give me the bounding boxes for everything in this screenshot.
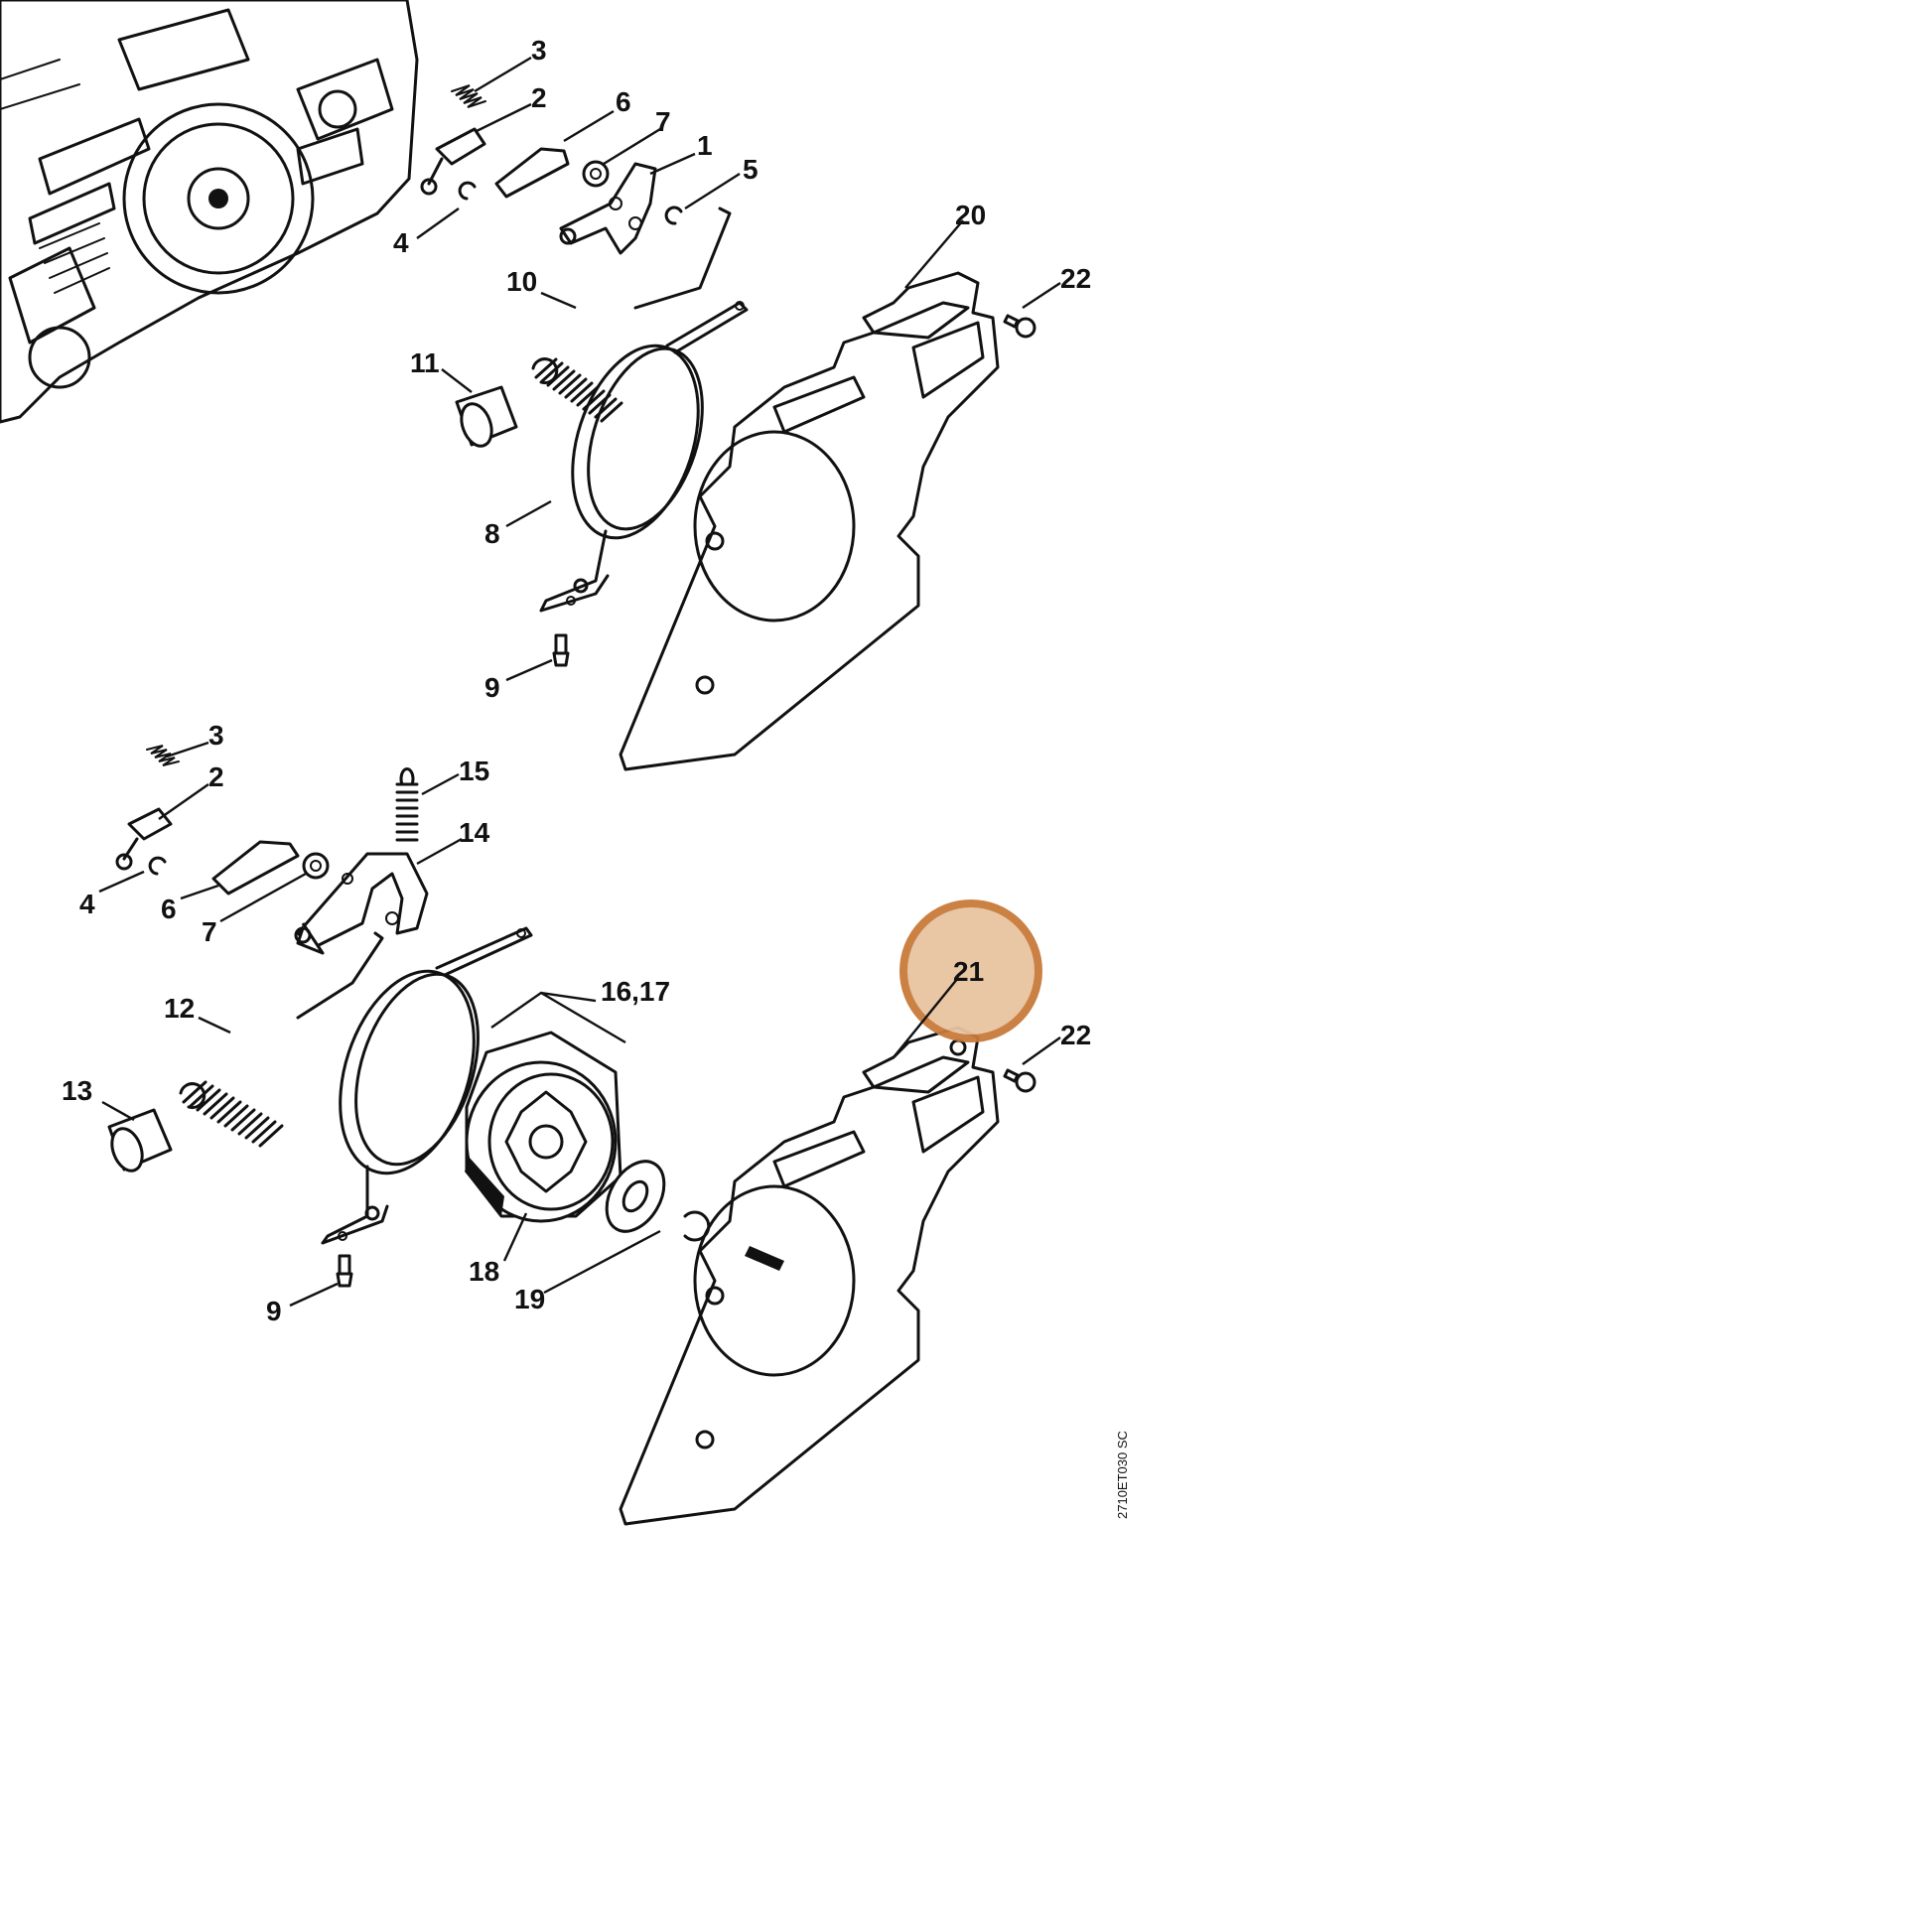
brake-cover-21 [619,1026,1000,1526]
callout-21: 21 [953,956,984,987]
callout-3-top: 3 [531,35,547,66]
callout-9-top: 9 [484,672,500,703]
spring-3-top [451,84,486,108]
callout-15: 15 [459,756,489,786]
leader-lines [98,56,1061,1308]
callouts-bottom: 3 2 15 14 4 6 7 16,17 12 21 22 13 18 19 … [62,720,1091,1326]
spring-10-top [534,357,623,423]
callout-14: 14 [459,817,490,848]
callout-7-top: 7 [655,106,671,137]
callout-1: 1 [697,130,713,161]
washer-19 [605,1160,666,1233]
callout-4-top: 4 [393,227,409,258]
callout-13: 13 [62,1075,92,1106]
screw-9-top [552,633,570,667]
callout-22-bottom: 22 [1060,1020,1091,1050]
washer-7-bottom [302,852,330,880]
engine-housing [0,0,419,424]
callout-20: 20 [955,200,986,230]
callout-9-bottom: 9 [266,1296,282,1326]
callout-12: 12 [164,993,195,1024]
spring-3-bottom [146,745,180,766]
rod-6-bottom [211,840,300,896]
screw-22-top [1003,314,1020,329]
top-group-parts [420,84,1036,771]
callout-22-top: 22 [1060,263,1091,294]
spring-12 [182,1080,284,1148]
callout-3-bottom: 3 [208,720,224,751]
clutch-drum-18 [465,1031,622,1223]
callout-18: 18 [469,1256,499,1287]
callout-6-top: 6 [616,86,631,117]
callout-2-bottom: 2 [208,761,224,792]
callout-19: 19 [514,1284,545,1314]
callout-8: 8 [484,518,500,549]
clip-5-top [664,206,683,225]
rod-6-top [494,147,570,199]
clip-4-bottom [148,856,167,876]
washer-7-top [582,160,610,188]
callout-16-17: 16,17 [601,976,670,1007]
callout-6-bottom: 6 [161,894,177,924]
lever-2-top [435,127,486,166]
lever-2-bottom [127,807,173,841]
screw-9-bottom [336,1254,353,1288]
callout-4-bottom: 4 [79,889,95,919]
lever-assembly-1 [559,162,657,255]
callout-5-top: 5 [743,154,759,185]
figure-code: 2710ET030 SC [1115,1431,1130,1519]
spring-15 [395,782,419,842]
callout-2-top: 2 [531,82,547,113]
brake-cover-20 [619,271,1000,771]
callout-7-bottom: 7 [202,916,217,947]
screw-22-bottom [1003,1068,1020,1083]
callout-10: 10 [506,266,537,297]
callouts-top: 3 2 6 7 1 5 4 20 22 10 11 8 9 [393,35,1091,703]
callout-11: 11 [410,347,440,378]
bottom-group-parts [107,745,1036,1526]
clip-4-top [458,181,477,201]
lever-assembly-14 [296,852,429,950]
